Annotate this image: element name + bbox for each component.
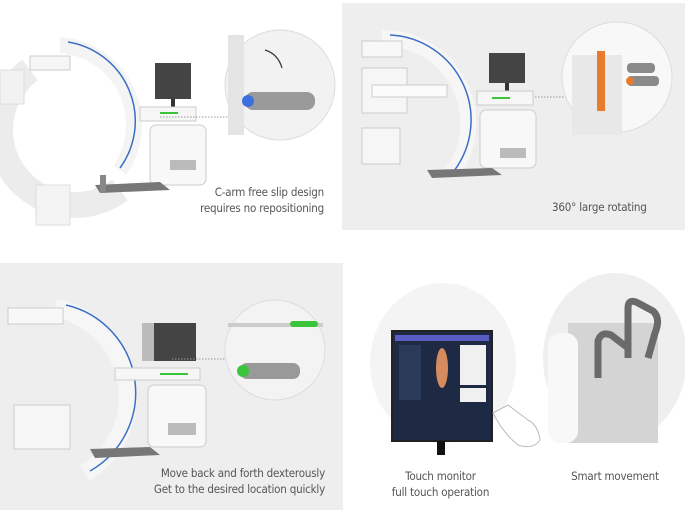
panel-move: Move back and forth dexterously Get to t… bbox=[0, 263, 343, 510]
panel-rotating: 360° large rotating bbox=[342, 3, 685, 230]
panel-free-slip: C-arm free slip design requires no repos… bbox=[0, 0, 342, 230]
c-arm-slip-illustration bbox=[0, 29, 336, 226]
caption-line-2: requires no repositioning bbox=[200, 201, 324, 215]
caption-line-1: 360° large rotating bbox=[552, 200, 647, 214]
touch-and-handle-illustration bbox=[370, 273, 685, 455]
c-arm-move-illustration bbox=[7, 299, 326, 481]
caption-line-1: Smart movement bbox=[571, 469, 659, 483]
caption-line-1: Move back and forth dexterously bbox=[160, 466, 325, 480]
caption-touch-monitor: Touch monitor full touch operation bbox=[383, 468, 498, 500]
caption-move: Move back and forth dexterously Get to t… bbox=[154, 465, 325, 497]
caption-line-2: Get to the desired location quickly bbox=[153, 482, 325, 496]
caption-rotating: 360° large rotating bbox=[552, 199, 647, 215]
caption-line-1: C-arm free slip design bbox=[214, 185, 325, 199]
caption-smart-movement: Smart movement bbox=[555, 468, 675, 484]
panel-touch-smart: Touch monitor full touch operation Smart… bbox=[343, 263, 685, 510]
caption-line-1: Touch monitor bbox=[405, 469, 476, 483]
caption-line-2: full touch operation bbox=[391, 485, 490, 499]
caption-free-slip: C-arm free slip design requires no repos… bbox=[200, 184, 324, 216]
c-arm-rotating-illustration bbox=[361, 21, 673, 178]
